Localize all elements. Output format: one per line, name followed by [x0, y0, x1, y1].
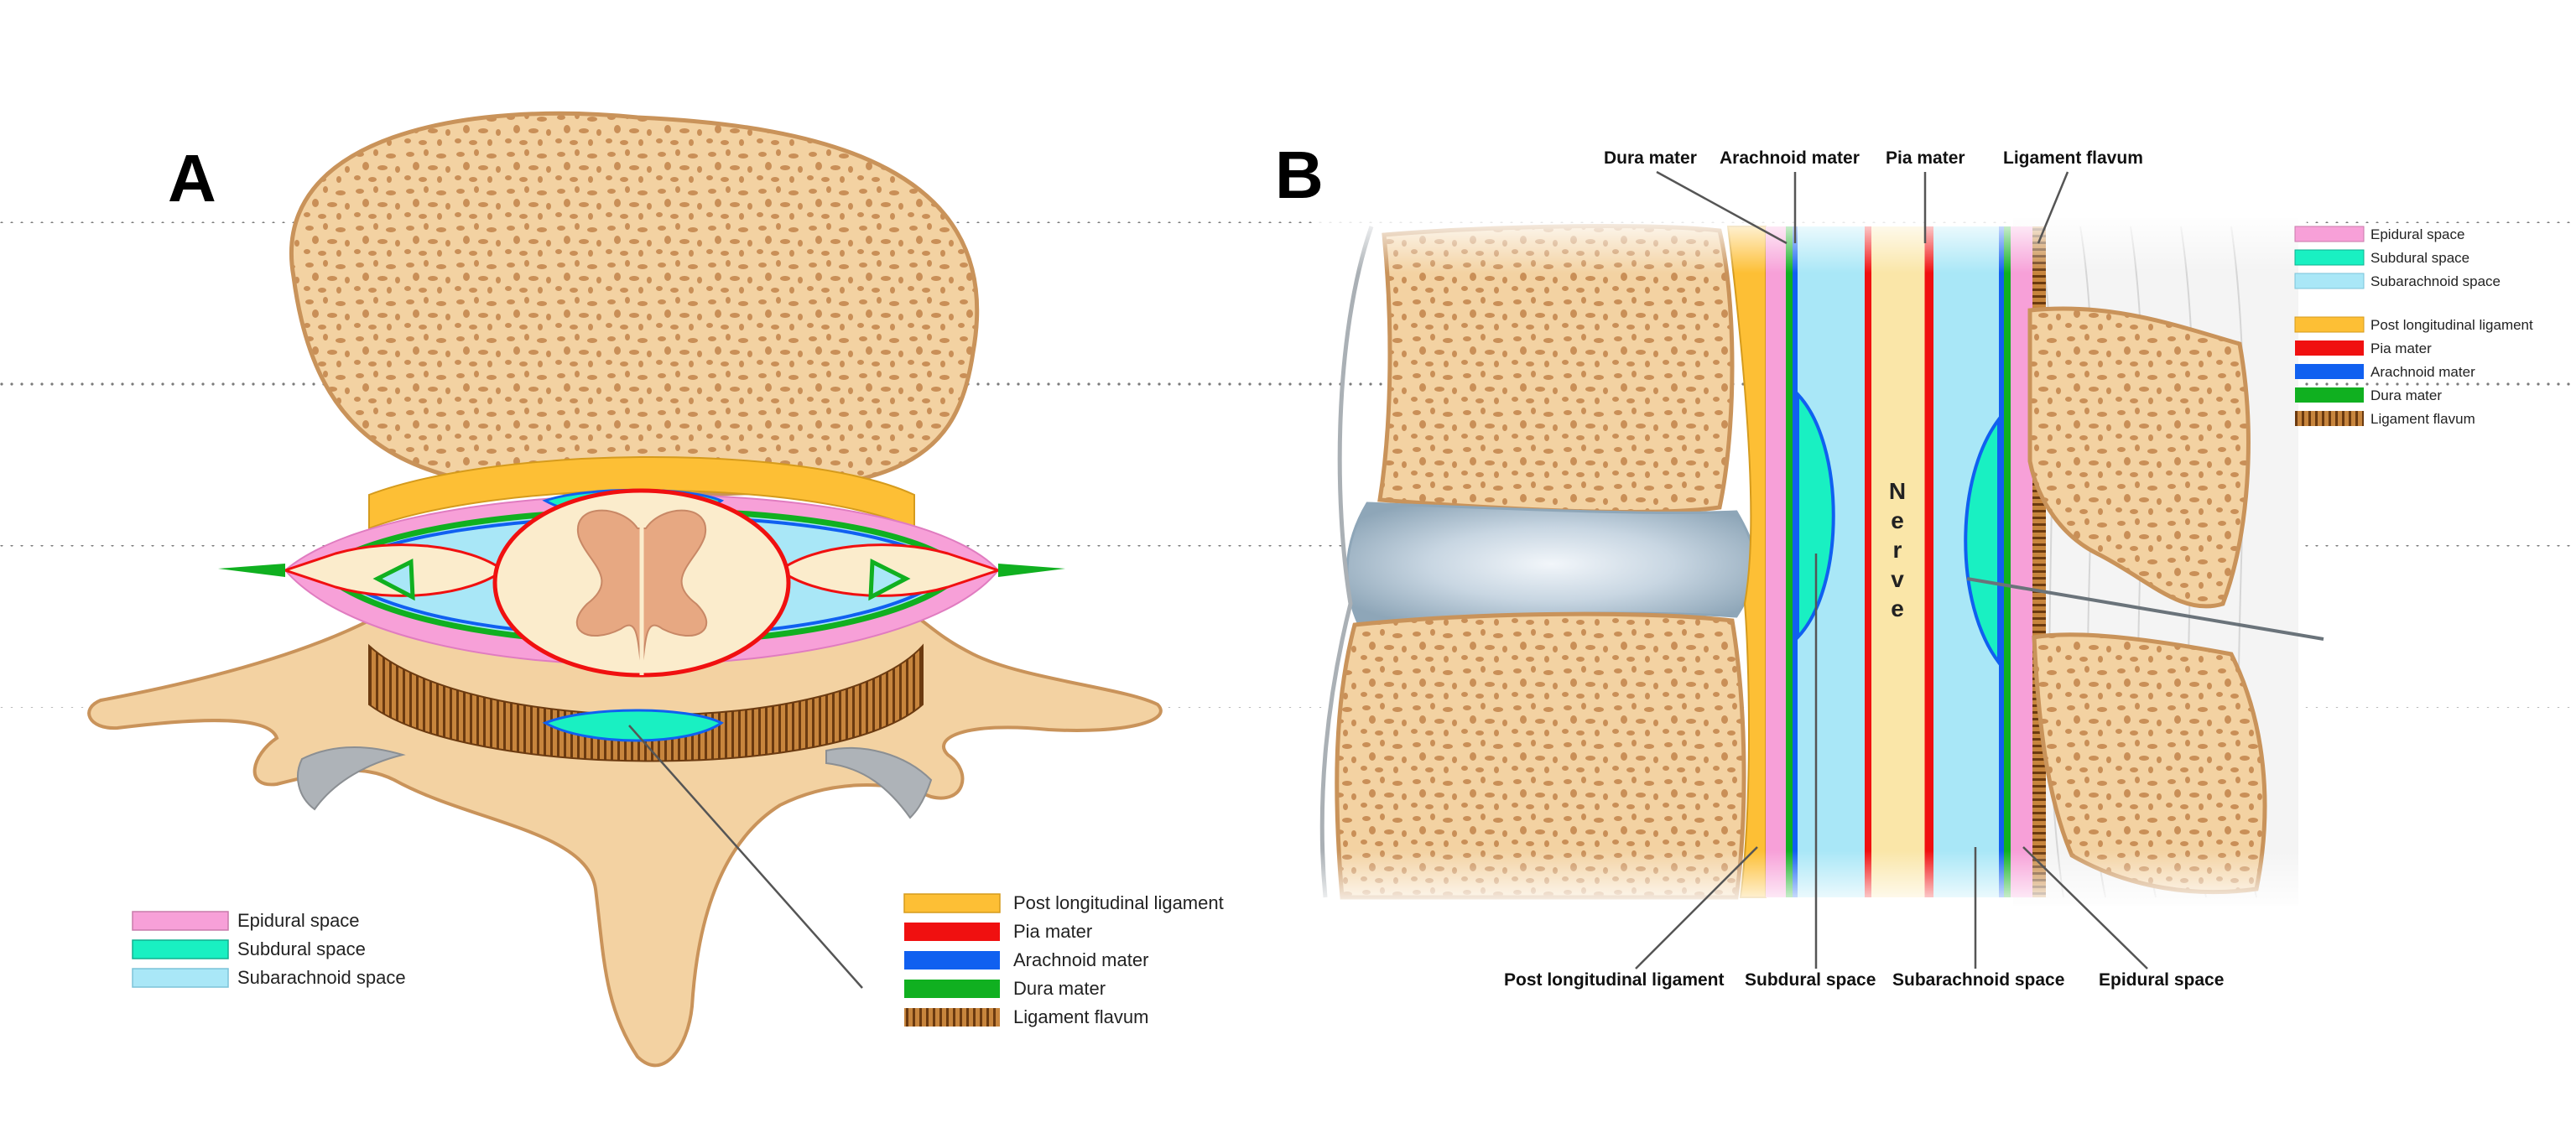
callout-epidural: Epidural space	[2099, 970, 2224, 990]
legend-a-swatch-arachnoid	[904, 951, 1000, 969]
legend-b-swatch-subdural	[2294, 249, 2365, 266]
panel-a-cross-section	[87, 111, 1163, 1068]
vertebral-arch	[87, 610, 1163, 1068]
leader-post-long	[1635, 846, 1758, 969]
callout-flavum: Ligament flavum	[2003, 148, 2143, 168]
nerve-label: N e r v e	[1889, 478, 1906, 621]
legend-a-swatch-flavum	[904, 1008, 1000, 1027]
callout-arachnoid: Arachnoid mater	[1720, 148, 1860, 168]
vertebral-body-a	[289, 111, 980, 497]
legend-b-swatch-post-long	[2294, 316, 2365, 333]
nerve-letter-5: e	[1891, 595, 1904, 621]
panel-a-letter: A	[168, 141, 216, 216]
legend-b-swatch-dura	[2295, 387, 2364, 403]
callout-pia: Pia mater	[1886, 148, 1965, 168]
callout-subdural: Subdural space	[1745, 970, 1876, 990]
root-sleeve-left	[372, 559, 415, 601]
legend-b: Epidural space Subdural space Subarachno…	[2294, 226, 2533, 427]
leader-flavum	[2037, 171, 2069, 244]
legend-b-label-post-long: Post longitudinal ligament	[2370, 317, 2533, 333]
legend-b-swatch-arachnoid	[2295, 364, 2364, 379]
legend-a-swatch-post-long	[903, 893, 1001, 913]
legend-a-label-subdural: Subdural space	[237, 938, 366, 959]
legend-b-label-subarachnoid: Subarachnoid space	[2370, 273, 2501, 289]
facet-right	[825, 747, 933, 819]
root-sleeve-right	[868, 559, 911, 601]
legend-a-spaces: Epidural space Subdural space Subarachno…	[132, 910, 406, 988]
nerve-letter-2: e	[1891, 507, 1904, 533]
callouts-top: Dura mater Arachnoid mater Pia mater Lig…	[1604, 148, 2143, 245]
legend-a-label-arachnoid: Arachnoid mater	[1013, 949, 1148, 970]
legend-b-label-arachnoid: Arachnoid mater	[2370, 364, 2475, 380]
leader-dura	[1656, 170, 1788, 245]
nerve-letter-1: N	[1889, 478, 1906, 504]
lateral-tail-left	[218, 564, 285, 577]
legend-a-label-subarachnoid: Subarachnoid space	[237, 967, 406, 988]
callouts-bottom: Post longitudinal ligament Subdural spac…	[1504, 554, 2224, 990]
legend-b-label-epidural: Epidural space	[2370, 226, 2464, 242]
legend-b-swatch-flavum	[2295, 411, 2364, 426]
legend-a-swatch-dura	[904, 980, 1000, 998]
fade-overlay-b	[1317, 218, 2307, 906]
panel-b-sagittal-section	[1317, 218, 2324, 906]
nerve-letter-3: r	[1893, 537, 1902, 563]
legend-b-label-subdural: Subdural space	[2370, 250, 2469, 266]
lateral-tail-right	[998, 564, 1065, 577]
callout-dura: Dura mater	[1604, 148, 1697, 168]
leader-epidural	[2022, 846, 2148, 969]
facet-left	[297, 746, 406, 811]
callout-subarachnoid: Subarachnoid space	[1892, 970, 2064, 990]
legend-a-label-pia: Pia mater	[1013, 921, 1092, 942]
legend-a-swatch-epidural	[132, 911, 229, 931]
legend-b-swatch-epidural	[2294, 226, 2365, 242]
legend-a-swatch-subarachnoid	[132, 968, 229, 988]
legend-a-label-flavum: Ligament flavum	[1013, 1006, 1148, 1027]
leader-line-a	[628, 725, 863, 989]
legend-b-label-dura: Dura mater	[2370, 387, 2442, 403]
panel-b-letter: B	[1275, 138, 1324, 212]
subdural-space-bottom-a	[542, 709, 724, 742]
legend-b-label-flavum: Ligament flavum	[2370, 411, 2475, 427]
ligament-flavum-a	[368, 643, 924, 762]
legend-a-label-dura: Dura mater	[1013, 978, 1106, 999]
legend-b-label-pia: Pia mater	[2370, 340, 2432, 356]
legend-a-layers: Post longitudinal ligament Pia mater Ara…	[903, 892, 1224, 1027]
legend-a-label-epidural: Epidural space	[237, 910, 360, 931]
legend-a-swatch-pia	[904, 923, 1000, 941]
legend-a-swatch-subdural	[132, 939, 229, 959]
callout-post-long: Post longitudinal ligament	[1504, 970, 1725, 990]
nerve-letter-4: v	[1891, 566, 1904, 592]
legend-b-swatch-pia	[2295, 340, 2364, 356]
legend-a-label-post-long: Post longitudinal ligament	[1013, 892, 1224, 913]
legend-b-swatch-subarachnoid	[2294, 273, 2365, 289]
